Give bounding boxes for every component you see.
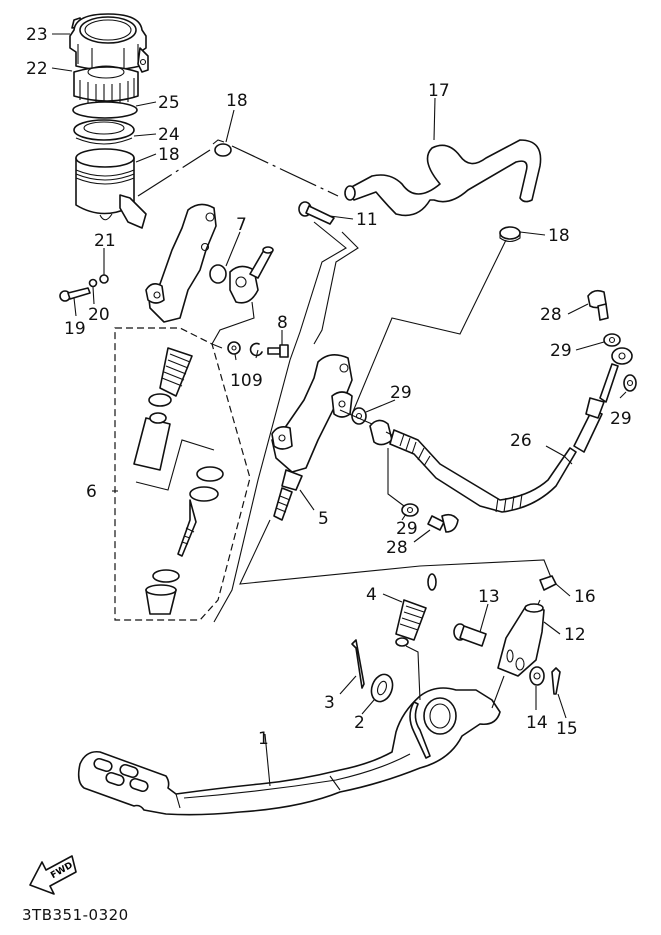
union-bolt-lower [427,513,459,533]
callout-11: 11 [356,210,378,230]
clevis-12 [497,603,545,677]
callout-28-lower: 28 [386,538,408,558]
kit-cup [148,393,172,407]
callout-13: 13 [478,587,500,607]
callout-29-lower: 29 [396,519,418,539]
callout-20: 19 [64,319,86,339]
kit-assembly-line [135,439,215,491]
plain-washer-2 [370,673,394,703]
bolt-11-line [313,231,359,345]
reservoir-tank [75,148,147,229]
cotter-pin-15 [551,667,561,695]
callout-8: 8 [277,313,288,333]
kit-boot [145,584,177,615]
callout-26: 25 [158,93,180,113]
callout-29-upper: 29 [550,341,572,361]
callout-2: 2 [354,713,365,733]
master-cylinder-body-upper [145,203,217,323]
callout-3: 3 [324,693,335,713]
hose-routing-line [137,145,339,197]
copper-washer-upper-right-a [603,333,621,347]
spring-washer-9 [249,342,263,357]
callout-12: 12 [564,625,586,645]
bolt-20 [59,287,91,302]
bolt-8 [267,344,289,358]
callout-4: 4 [366,585,377,605]
callout-7: 7 [236,215,247,235]
o-ring [209,264,227,284]
callout-labels: 23 22 25 24 18 18 17 11 18 7 21 20 19 8 … [26,25,632,749]
reservoir-diaphragm [73,119,135,145]
brake-pedal [77,687,501,816]
callout-19: 18 [158,145,180,165]
joint-assembly-line [211,301,255,349]
brake-hose [389,347,633,513]
reservoir-cap [73,65,139,107]
callout-16: 16 [574,587,596,607]
callout-22: 21 [94,231,116,251]
clip-to-cylinder-line [351,239,507,415]
drawing-code: 3TB351-0320 [22,906,129,924]
callout-15: 15 [556,719,578,739]
collar-22 [99,274,109,284]
union-line [339,409,373,425]
callout-21: 20 [88,305,110,325]
callout-18-upper: 18 [226,91,248,111]
master-cylinder [271,354,353,521]
pin-13 [453,623,487,647]
hose-clip-lower [499,226,521,243]
copper-washer-lower-mc [401,503,419,517]
cotter-pin-3 [351,639,365,689]
callout-10: 10 [230,371,252,391]
callout-24: 23 [26,25,48,45]
copper-washer-upper-right-b [623,374,637,392]
callout-27: 26 [510,431,532,451]
nut-16 [539,575,557,591]
callout-1: 1 [258,729,269,749]
cylinder-outline-bracket [213,221,347,623]
reservoir-cap-stopper [69,13,149,73]
union-bolt-upper [587,289,609,321]
spring-washer-21 [88,278,98,288]
clevis-to-pedal-line [491,675,505,709]
reservoir-hose [344,139,542,217]
hose-joint [229,246,274,304]
kit-seal [196,466,224,482]
callout-6: 6 [86,482,97,502]
hose-clip-upper [212,139,232,157]
return-spring [395,573,437,647]
callout-14: 14 [526,713,548,733]
banjo-down-line [387,448,405,507]
kit-piston [133,412,171,471]
callout-18-lower: 18 [548,226,570,246]
callout-29-mc: 29 [390,383,412,403]
washer-10 [227,341,241,355]
callout-17: 17 [428,81,450,101]
fwd-arrow-icon: FWD [29,855,77,895]
callout-28-upper: 28 [540,305,562,325]
kit-circlip [152,569,180,583]
spring-to-pedal-line [405,645,421,701]
callout-9: 9 [252,371,263,391]
callout-5: 5 [318,509,329,529]
leader-lines [51,33,627,787]
bolt-11 [298,201,335,225]
kit-spring [159,347,193,397]
kit-push-rod [177,486,219,557]
callout-29-right: 29 [610,409,632,429]
callout-25: 24 [158,125,180,145]
reservoir-plate [72,101,138,119]
washer-14 [529,666,545,686]
callout-23: 22 [26,59,48,79]
kit-boundary [114,327,251,621]
